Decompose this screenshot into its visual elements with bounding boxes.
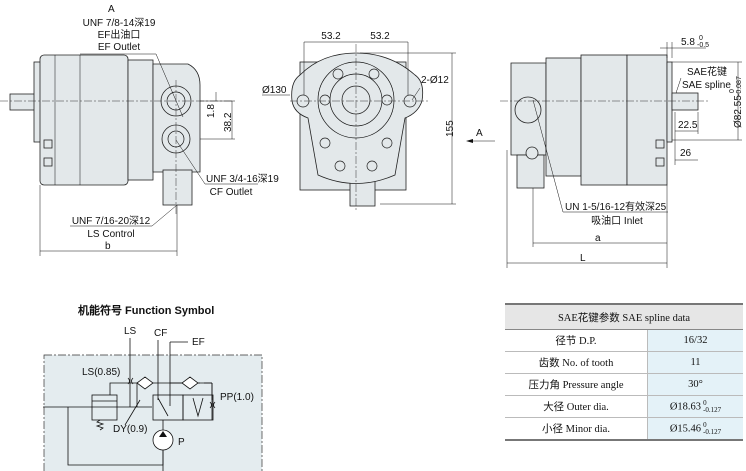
dim-L: L (580, 253, 586, 264)
table-row: 径节 D.P.16/32 (505, 329, 743, 352)
pp-orifice-label: PP(1.0) (220, 392, 254, 403)
pilot (666, 61, 673, 143)
body-section (545, 57, 582, 177)
row-label: 大径 Outer dia. (505, 395, 648, 418)
dim-5-8: 5.8 (681, 37, 695, 48)
dia-130: Ø130 (262, 85, 287, 96)
row-value: 11 (647, 351, 743, 374)
bolt-holes (296, 68, 417, 172)
inlet-label: 吸油口 Inlet (591, 214, 643, 227)
bottom-boss (349, 179, 376, 207)
ef-port-label: EF (192, 337, 205, 348)
left-view: A UNF 7/8-14深19 EF出油口 EF Outlet 1.8 38.2… (0, 4, 279, 256)
dim-26: 26 (680, 148, 692, 159)
inlet-thread-label: UN 1-5/16-12有效深25 (565, 200, 667, 213)
pump-label: P (178, 437, 185, 448)
right-view: 5.8 0 -0.5 SAE花键 SAE spline Ø82.55 0 -0.… (500, 35, 744, 268)
shaft (9, 93, 37, 111)
dy-orifice-label: DY(0.9) (113, 424, 147, 435)
inlet-port (514, 96, 542, 124)
dim-38-2: 38.2 (223, 112, 234, 132)
cf-port-label: CF (154, 328, 167, 339)
ls-boss (162, 169, 193, 206)
dim-155: 155 (445, 120, 456, 137)
dim-5-8-upper: 0 (699, 35, 703, 42)
tol-lower: -0.127 (703, 405, 722, 414)
spline-cn-label: SAE花键 (687, 65, 727, 78)
row-label: 齿数 No. of tooth (505, 351, 648, 374)
ef-cn-label: EF出油口 (98, 28, 141, 41)
table-title: SAE花键参数 SAE spline data (505, 303, 743, 330)
holes-2-12: 2-Ø12 (421, 75, 449, 86)
dim-5-8-lower: -0.5 (697, 42, 709, 49)
function-symbol: 机能符号 Function Symbol LS CF EF LS(0.85) P… (43, 303, 263, 471)
body-section (127, 59, 154, 181)
inlet-boss (516, 154, 545, 189)
pilot-dia: Ø82.55 (733, 95, 744, 128)
ls-orifice-label: LS(0.85) (82, 367, 120, 378)
body-center (580, 54, 628, 186)
view-a-label: A (108, 4, 115, 15)
tol-upper: 0 (703, 420, 707, 429)
spline-en-label: SAE spline (682, 80, 731, 91)
row-label: 小径 Minor dia. (505, 417, 648, 441)
ef-thread-label: UNF 7/8-14深19 (83, 17, 156, 29)
dim-1-8: 1.8 (206, 104, 217, 118)
cf-thread-label: UNF 3/4-16深19 (206, 173, 279, 185)
row-value: 16/32 (647, 329, 743, 352)
function-symbol-title: 机能符号 Function Symbol (78, 303, 214, 317)
spline-shaft (671, 92, 699, 111)
ls-thread-label: UNF 7/16-20深12 (72, 215, 151, 227)
view-a-arrow-label: A (476, 128, 483, 139)
dim-b: b (105, 241, 111, 252)
spline-data-table: SAE花键参数 SAE spline data 径节 D.P.16/32 齿数 … (505, 303, 743, 441)
row-value: 30° (647, 373, 743, 396)
dim-a: a (595, 233, 601, 244)
pilot-lower: -0.087 (736, 76, 743, 96)
ls-port-label: LS (124, 326, 137, 337)
tol-lower: -0.127 (703, 427, 722, 436)
row-label: 径节 D.P. (505, 329, 648, 352)
value-main: Ø18.63 (669, 400, 702, 412)
cf-outlet-label: CF Outlet (210, 187, 253, 198)
dim-53-2-left: 53.2 (321, 31, 341, 42)
pilot-upper: 0 (729, 89, 736, 93)
flange (291, 52, 424, 184)
ls-control-label: LS Control (87, 229, 134, 240)
tol-upper: 0 (703, 398, 707, 407)
pump-body (39, 54, 129, 186)
dim-22-5: 22.5 (678, 120, 698, 131)
port-block (152, 63, 201, 173)
dim-53-2-right: 53.2 (370, 31, 390, 42)
ef-outlet-label: EF Outlet (98, 42, 140, 53)
value-main: Ø15.46 (669, 422, 702, 434)
row-label: 压力角 Pressure angle (505, 373, 648, 396)
front-view: 53.2 53.2 Ø130 2-Ø12 155 A (262, 31, 495, 210)
drain-port (525, 146, 539, 160)
